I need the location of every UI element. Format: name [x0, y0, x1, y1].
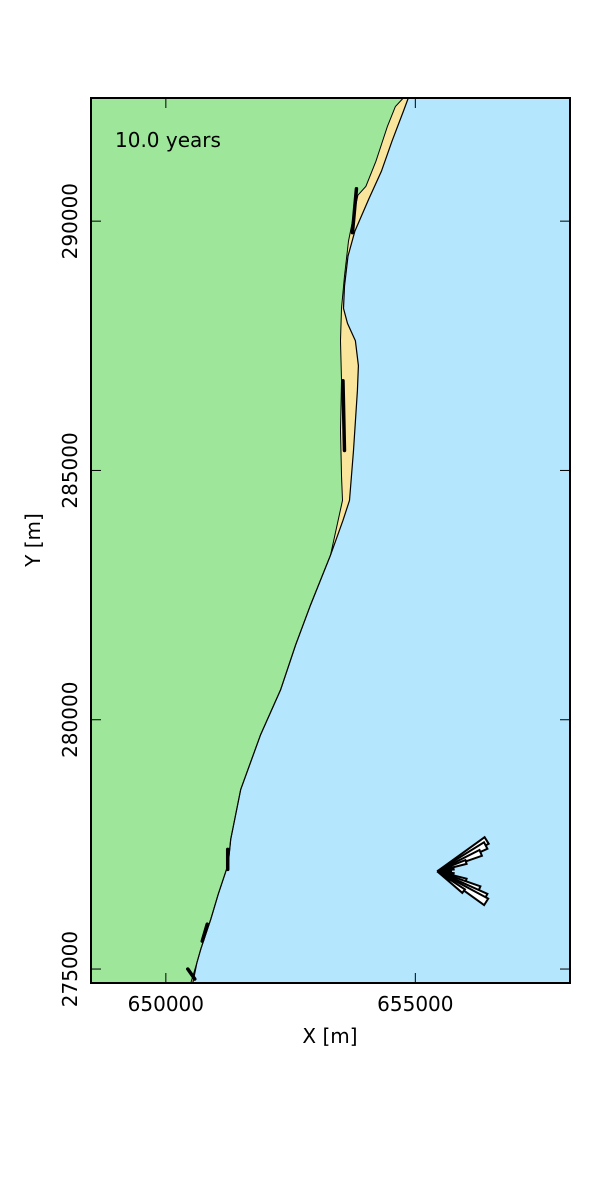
x-axis-label: X [m]: [302, 1024, 357, 1048]
coastal-structure: [341, 378, 347, 453]
time-annotation: 10.0 years: [115, 128, 221, 152]
x-tick-label: 655000: [377, 992, 453, 1016]
plot-area: [91, 98, 570, 983]
wave-rose: [436, 835, 491, 907]
coastline-land-edge: [190, 98, 404, 983]
coastal-structure: [186, 967, 197, 981]
y-tick-label: 275000: [58, 931, 82, 1007]
y-tick-label: 285000: [58, 432, 82, 508]
axis-ticks: 650000 655000 275000 280000 285000 290000: [58, 98, 570, 1016]
y-tick-label: 280000: [58, 682, 82, 758]
coastal-structure: [200, 922, 210, 943]
x-tick-label: 650000: [128, 992, 204, 1016]
plot-frame: [90, 97, 571, 984]
wave-rose-bin: [436, 870, 467, 895]
coastal-structures: [186, 186, 359, 981]
land-region: [91, 98, 409, 983]
y-axis-label: Y [m]: [21, 513, 45, 568]
y-tick-label: 290000: [58, 183, 82, 259]
coastal-structure: [350, 186, 359, 235]
